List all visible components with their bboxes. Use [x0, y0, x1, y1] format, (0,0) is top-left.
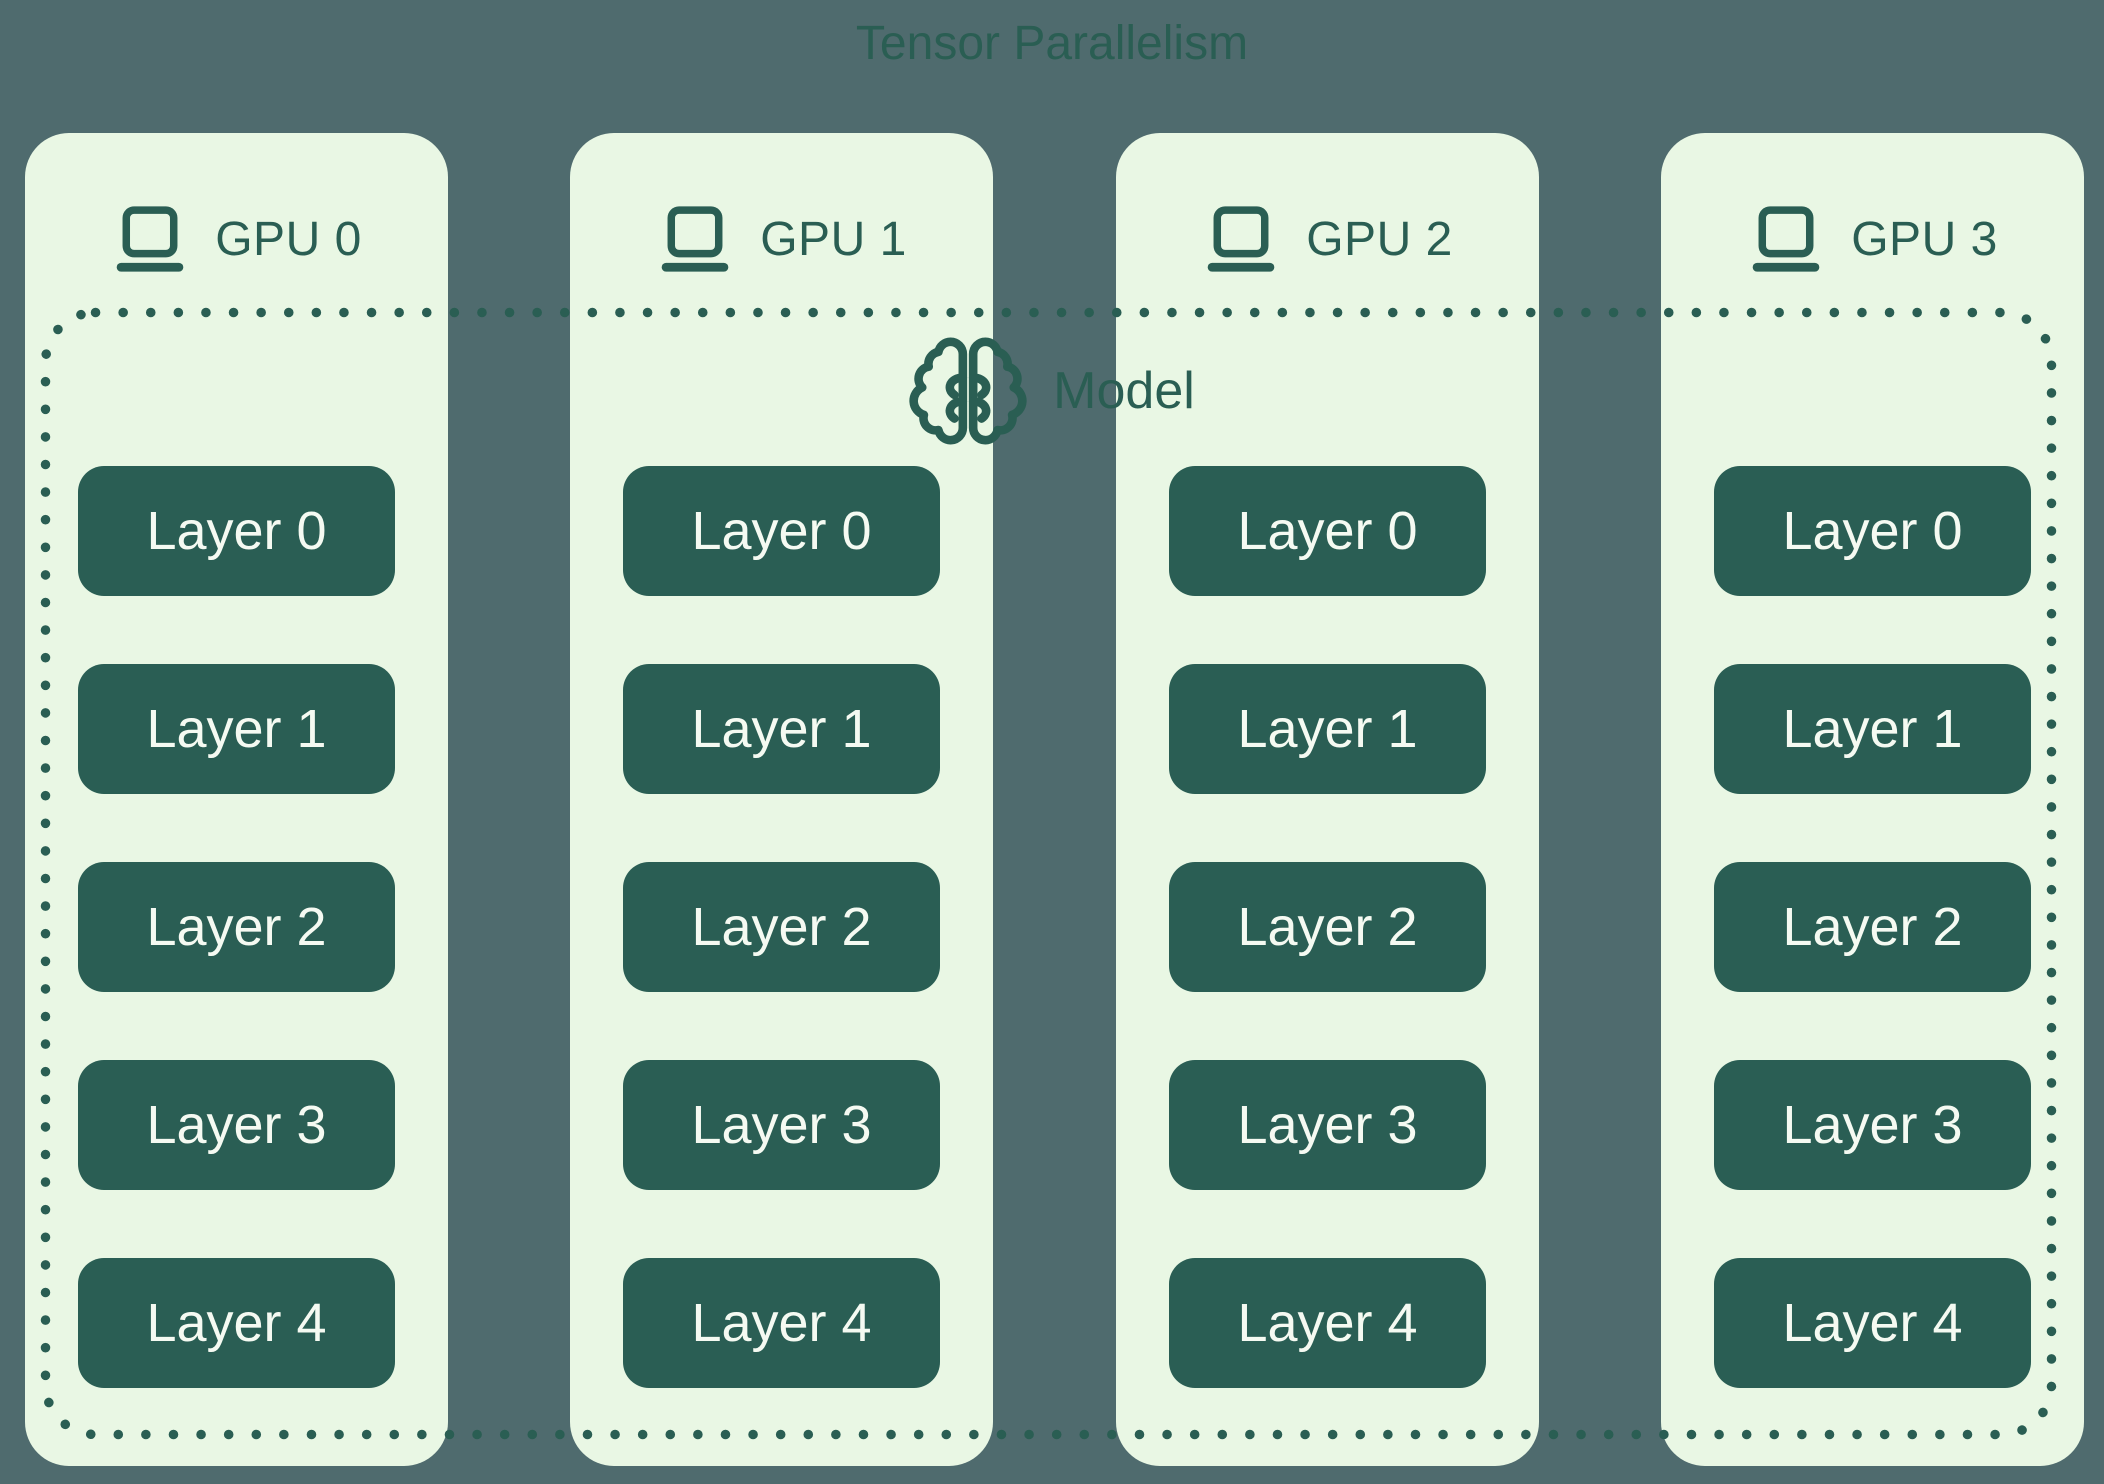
layer-list: Layer 0 Layer 1 Layer 2 Layer 3 Layer 4 [1169, 466, 1486, 1388]
gpu-label: GPU 2 [1306, 212, 1453, 266]
layer-list: Layer 0 Layer 1 Layer 2 Layer 3 Layer 4 [1714, 466, 2031, 1388]
gpu-card-header: GPU 2 [1116, 189, 1539, 289]
gpu-label: GPU 0 [215, 212, 362, 266]
layer-box-gpu0-layer1: Layer 1 [78, 664, 395, 794]
layer-box-gpu3-layer4: Layer 4 [1714, 1258, 2031, 1388]
layer-box-gpu2-layer1: Layer 1 [1169, 664, 1486, 794]
layer-box-gpu0-layer2: Layer 2 [78, 862, 395, 992]
layer-list: Layer 0 Layer 1 Layer 2 Layer 3 Layer 4 [623, 466, 940, 1388]
layer-box-gpu3-layer2: Layer 2 [1714, 862, 2031, 992]
layer-box-gpu1-layer3: Layer 3 [623, 1060, 940, 1190]
layer-box-gpu2-layer4: Layer 4 [1169, 1258, 1486, 1388]
layer-box-gpu0-layer4: Layer 4 [78, 1258, 395, 1388]
laptop-icon [116, 206, 184, 272]
laptop-icon [1752, 206, 1820, 272]
layer-box-gpu2-layer3: Layer 3 [1169, 1060, 1486, 1190]
layer-box-gpu0-layer0: Layer 0 [78, 466, 395, 596]
gpu-card-header: GPU 1 [570, 189, 993, 289]
gpu-label: GPU 1 [760, 212, 907, 266]
gpu-card-header: GPU 3 [1661, 189, 2084, 289]
gpu-card-header: GPU 0 [25, 189, 448, 289]
layer-box-gpu3-layer3: Layer 3 [1714, 1060, 2031, 1190]
layer-box-gpu1-layer2: Layer 2 [623, 862, 940, 992]
layer-box-gpu2-layer2: Layer 2 [1169, 862, 1486, 992]
diagram-title: Tensor Parallelism [855, 17, 1249, 70]
layer-list: Layer 0 Layer 1 Layer 2 Layer 3 Layer 4 [78, 466, 395, 1388]
layer-box-gpu2-layer0: Layer 0 [1169, 466, 1486, 596]
layer-box-gpu1-layer0: Layer 0 [623, 466, 940, 596]
gpu-label: GPU 3 [1851, 212, 1998, 266]
laptop-icon [661, 206, 729, 272]
laptop-icon [1207, 206, 1275, 272]
layer-box-gpu1-layer1: Layer 1 [623, 664, 940, 794]
layer-box-gpu3-layer1: Layer 1 [1714, 664, 2031, 794]
layer-box-gpu1-layer4: Layer 4 [623, 1258, 940, 1388]
layer-box-gpu0-layer3: Layer 3 [78, 1060, 395, 1190]
layer-box-gpu3-layer0: Layer 0 [1714, 466, 2031, 596]
